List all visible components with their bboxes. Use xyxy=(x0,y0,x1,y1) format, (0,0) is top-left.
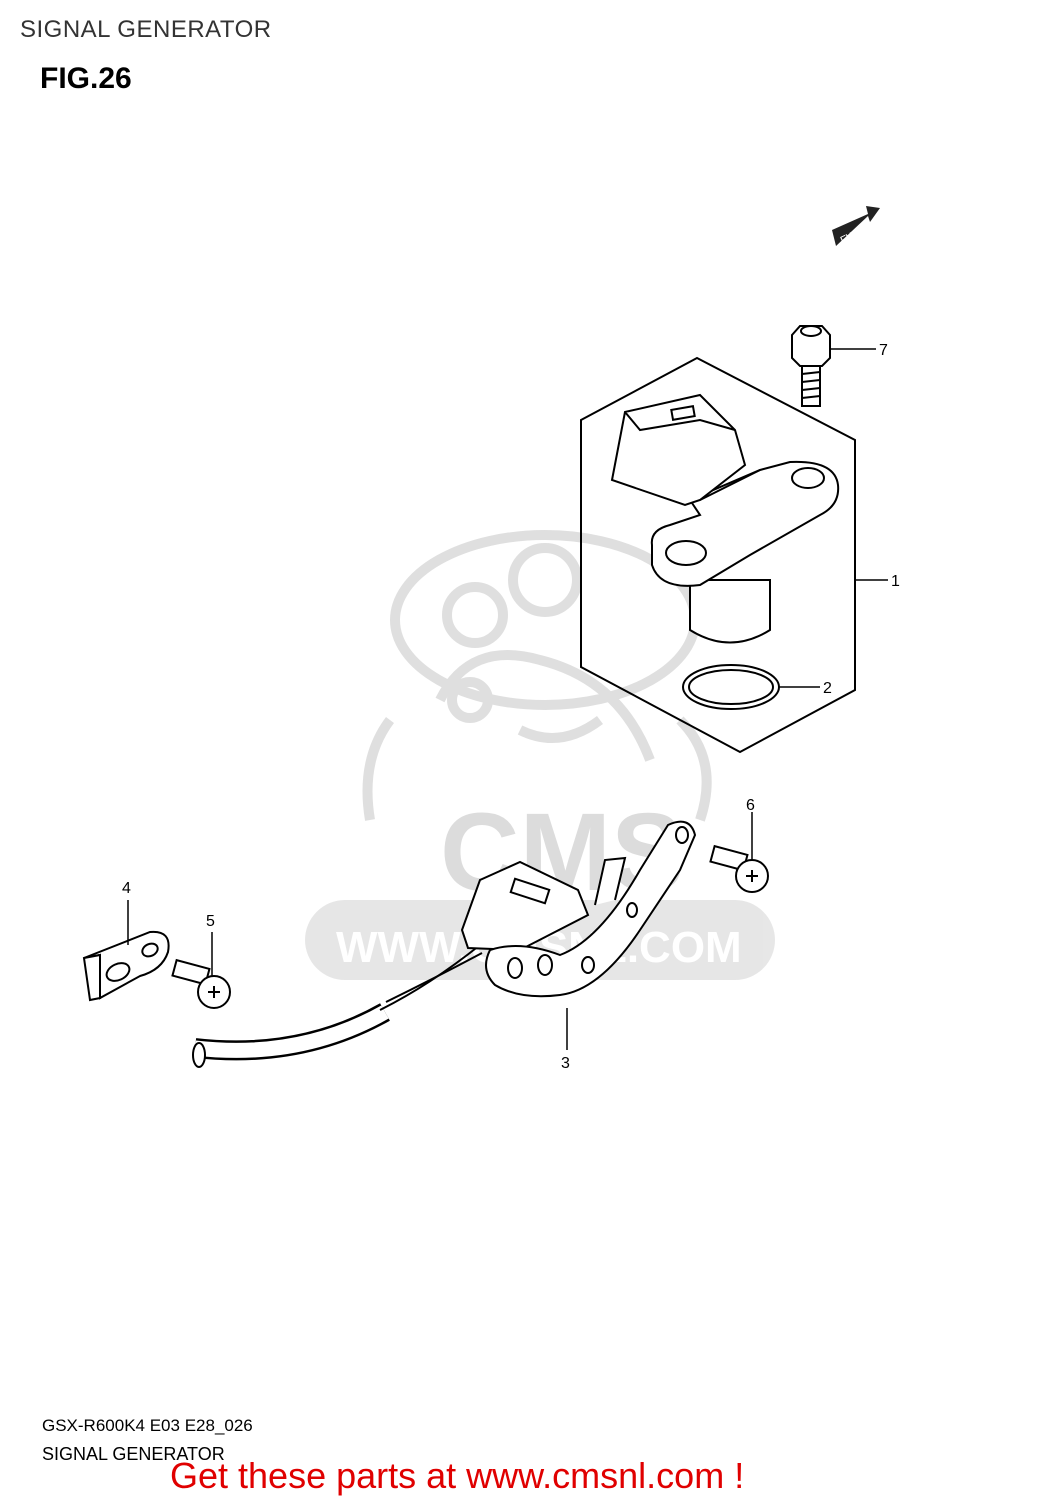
part-3-signal-generator xyxy=(192,820,697,1068)
callout-4: 4 xyxy=(122,880,131,897)
callout-5: 5 xyxy=(206,913,215,930)
callout-2: 2 xyxy=(823,680,832,697)
model-code: GSX-R600K4 E03 E28_026 xyxy=(42,1416,253,1435)
figure-title: FIG.26 xyxy=(40,62,132,95)
leader-lines xyxy=(127,348,888,1050)
part-4-clamp xyxy=(82,930,170,1002)
bottom-title: SIGNAL GENERATOR xyxy=(42,1444,225,1464)
callout-1: 1 xyxy=(891,573,900,590)
assembly-box-outline xyxy=(580,356,856,754)
page-heading: SIGNAL GENERATOR xyxy=(20,16,272,43)
promo-link[interactable]: Get these parts at www.cmsnl.com ! xyxy=(170,1455,745,1496)
part-5-screw xyxy=(171,958,231,1009)
part-2-o-ring xyxy=(682,664,780,710)
watermark-mascot-icon xyxy=(362,530,712,822)
part-7-bolt xyxy=(791,325,831,407)
callout-6: 6 xyxy=(746,797,755,814)
part-6-screw xyxy=(709,844,769,893)
part-1-sensor xyxy=(610,393,840,644)
callout-3: 3 xyxy=(561,1055,570,1072)
fwd-arrow: FWD xyxy=(832,206,880,247)
callout-7: 7 xyxy=(879,342,888,359)
